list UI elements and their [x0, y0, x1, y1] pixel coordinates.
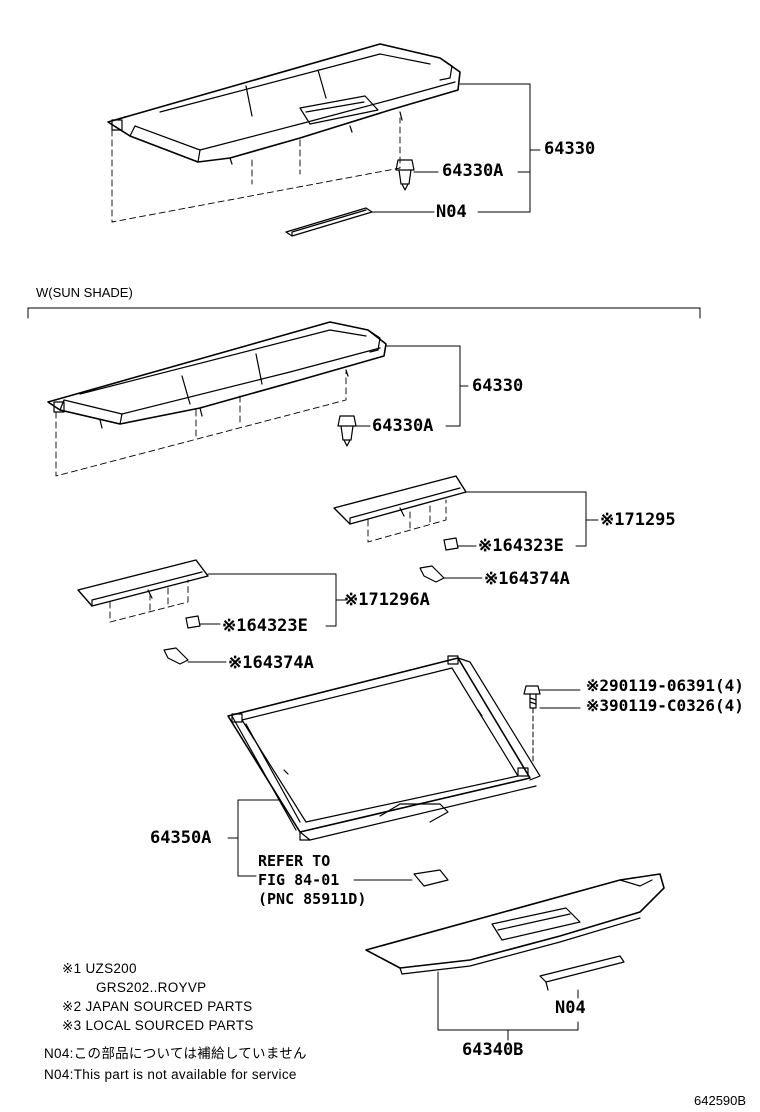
part-clip-left: ※164323E	[222, 616, 308, 636]
top-n04-strip-illustration	[285, 207, 373, 237]
legend-line-1: ※1 UZS200	[62, 961, 137, 976]
right-clip-illustration	[443, 537, 459, 551]
mid-tonneau-cover-illustration	[47, 321, 387, 429]
top-clip-illustration	[395, 159, 415, 191]
left-holder-illustration	[163, 647, 189, 665]
mid-leader-lines	[355, 345, 469, 427]
legend-line-5: N04:この部品については補給していません	[44, 1046, 307, 1061]
mid-clip-illustration	[337, 415, 357, 447]
top-tonneau-cover-illustration	[107, 43, 461, 165]
part-clip-right: ※164323E	[478, 536, 564, 556]
part-top-tonneau: 64330	[544, 139, 596, 159]
mid-projection-lines	[55, 371, 347, 477]
figure-code: 642590B	[694, 1093, 747, 1108]
legend-line-3: ※2 JAPAN SOURCED PARTS	[62, 999, 253, 1014]
part-bolt-1: ※290119-06391(4)	[586, 676, 744, 695]
bottom-leaders	[437, 971, 579, 1041]
part-top-clip: 64330A	[442, 161, 504, 181]
part-sunshade: 64350A	[150, 828, 212, 848]
bolt-illustration	[523, 685, 541, 709]
part-bolt-2: ※390119-C0326(4)	[586, 696, 744, 715]
part-bottom-n04: N04	[555, 998, 586, 1018]
part-holder-right: ※164374A	[484, 569, 570, 589]
part-visor-left: ※171296A	[344, 590, 430, 610]
part-top-n04: N04	[436, 202, 467, 222]
refer-line-1: REFER TO	[258, 852, 331, 870]
right-visor-projection	[367, 499, 447, 543]
legend-line-4: ※3 LOCAL SOURCED PARTS	[62, 1018, 254, 1033]
sunshade-illustration	[227, 655, 541, 841]
part-mid-tonneau: 64330	[472, 376, 524, 396]
refer-line-3: (PNC 85911D)	[258, 890, 367, 908]
top-projection-lines	[111, 117, 401, 223]
bottom-n04-strip-illustration	[539, 955, 625, 991]
left-visor-illustration	[77, 559, 209, 607]
section-header: W(SUN SHADE)	[36, 285, 133, 300]
bottom-tonneau-cover-illustration	[365, 873, 665, 975]
section-bracket	[27, 307, 701, 319]
top-leader-lines	[371, 83, 541, 213]
right-visor-leaders	[443, 491, 599, 579]
legend-line-2: GRS202..ROYVP	[96, 980, 207, 995]
left-clip-illustration	[185, 615, 201, 629]
part-bottom-tonneau: 64340B	[462, 1040, 524, 1060]
part-visor-right: ※171295	[600, 510, 676, 530]
refer-line-2: FIG 84-01	[258, 871, 340, 889]
part-mid-clip: 64330A	[372, 416, 434, 436]
sunshade-leaders	[227, 689, 581, 881]
legend-line-6: N04:This part is not available for servi…	[44, 1067, 297, 1082]
left-visor-projection	[109, 579, 189, 623]
part-holder-left: ※164374A	[228, 653, 314, 673]
right-holder-illustration	[419, 565, 445, 583]
left-visor-leaders	[187, 573, 347, 663]
connector-illustration	[413, 869, 449, 887]
